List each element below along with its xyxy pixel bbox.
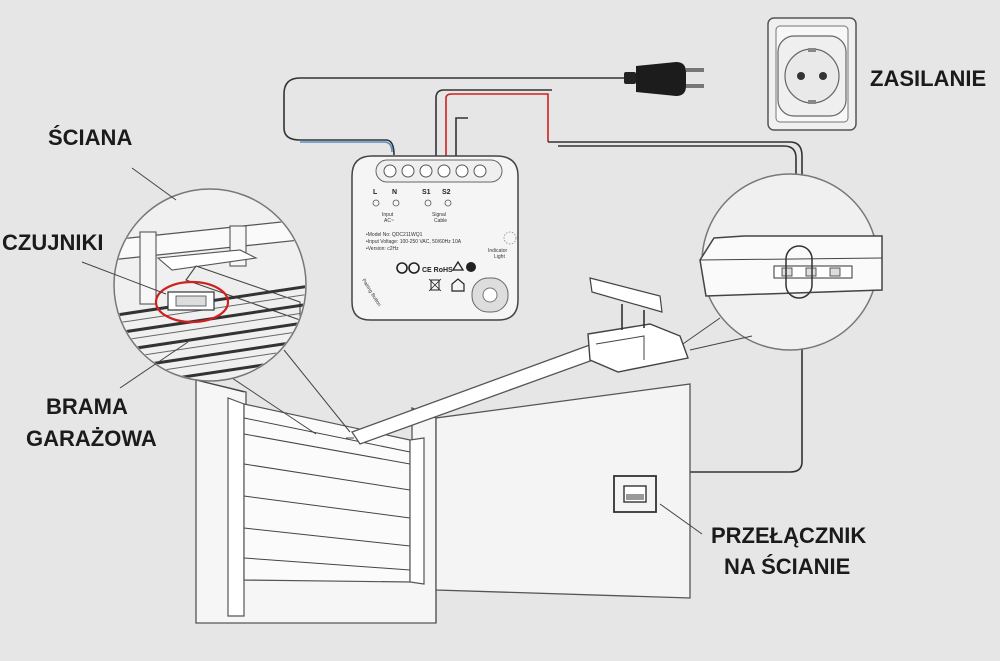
spec-input: •Input Voltage: 100-250 VAC, 50/60Hz 10A [366, 239, 462, 245]
opener-signal-cable-2 [558, 145, 797, 246]
neutral-wire [300, 141, 393, 153]
terminal-s2-label: S2 [442, 189, 451, 196]
black-wire [435, 89, 552, 156]
certification-icon [466, 262, 476, 272]
plug-icon [624, 62, 704, 96]
switch-pointer-line [659, 503, 703, 535]
terminal-l-label: L [373, 189, 378, 196]
indicator-label: Indicator [488, 248, 508, 254]
spec-version: •Version: c2Hz [366, 246, 399, 252]
gate-label-line2: GARAŻOWA [26, 426, 157, 451]
wall-socket-icon [767, 17, 857, 131]
recycle-icon [451, 260, 465, 271]
terminal-s1-label: S1 [422, 189, 431, 196]
smart-switch-module: L N S1 S2 Input AC~ Signal Cable •Model … [351, 155, 519, 321]
input-sub-label: AC~ [384, 218, 394, 224]
gate-pointer-line [119, 341, 189, 389]
cert-marks: CE RoHS [422, 267, 453, 274]
power-cable [283, 77, 631, 156]
ce-mark-icon [396, 262, 420, 274]
garage-opener [346, 277, 689, 445]
indicator-sub-label: Light [494, 254, 505, 260]
spec-model: •Model No: QDC211WQ1 [366, 232, 423, 238]
opener-signal-cable [548, 141, 803, 480]
magnifier-pointer-left [231, 349, 351, 435]
power-label: ZASILANIE [870, 66, 986, 91]
gate-label-line1: BRAMA [46, 394, 128, 419]
switch-label-line2: NA ŚCIANIE [724, 554, 850, 579]
signal-label: Signal [432, 212, 446, 218]
wall-pointer-line [131, 167, 177, 201]
garage-door [227, 397, 425, 617]
home-icon [451, 278, 465, 292]
opener-detail-magnifier [699, 173, 883, 351]
bin-icon [428, 278, 442, 292]
sensors-label: CZUJNIKI [2, 230, 103, 255]
magnifier-pointer-right [679, 317, 753, 351]
live-wire [445, 93, 549, 156]
signal-sub-label: Cable [434, 218, 447, 224]
sensor-highlight-circle [154, 280, 230, 324]
switch-label-line1: PRZEŁĄCZNIK [711, 523, 866, 548]
signal-cable [455, 117, 468, 156]
sensor-detail-magnifier [113, 188, 351, 435]
wall-label: ŚCIANA [48, 125, 132, 150]
input-label: Input [382, 212, 394, 218]
wall-switch-icon [613, 475, 657, 513]
sensors-pointer-line [81, 261, 167, 295]
indicator-light-icon [503, 231, 517, 245]
terminal-n-label: N [392, 189, 397, 196]
